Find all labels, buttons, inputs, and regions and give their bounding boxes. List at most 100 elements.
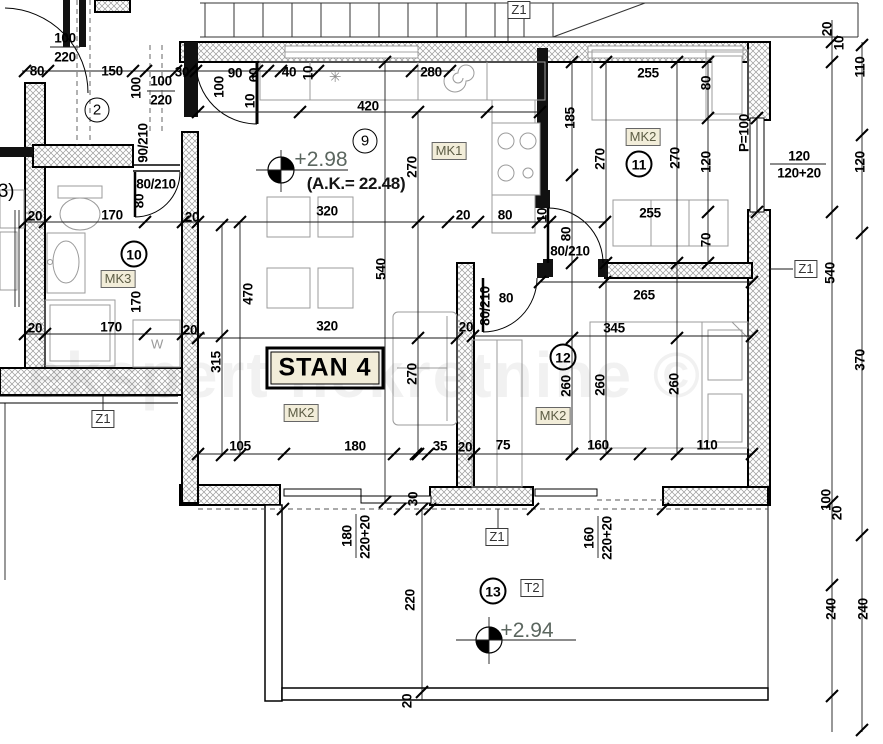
dimension-label: 20 [184, 209, 200, 225]
dimension-label: 30 [174, 64, 190, 80]
doors [4, 7, 604, 333]
dimension-label: 70 [698, 232, 714, 248]
dimension-label: 220 [54, 49, 76, 65]
dimension-label: 220+20 [357, 515, 373, 559]
dimension-label: 20 [457, 439, 473, 455]
room-number-badge: 13 [479, 577, 507, 605]
dimension-label: 540 [373, 258, 389, 280]
material-type-label: MK3 [100, 270, 136, 288]
dimension-label: 160 [581, 527, 597, 549]
opening-type-label: Z1 [91, 410, 115, 428]
dimension-label: 90 [227, 65, 243, 81]
dimension-label: 345 [603, 320, 625, 336]
dimension-label: 80 [29, 63, 45, 79]
dimension-label: 100 [128, 77, 144, 99]
dimension-label: 255 [637, 65, 659, 81]
dimension-label: 110 [696, 437, 718, 453]
dimension-label: 315 [208, 351, 224, 373]
dimension-label: 370 [852, 349, 868, 371]
dimension-label: 170 [128, 291, 144, 313]
room-number-badge: 9 [352, 128, 378, 154]
door-size-label: 80/210 [477, 286, 493, 326]
dimension-label: 120 [852, 151, 868, 173]
dimension-label: 185 [562, 107, 578, 129]
door-size-label: 80/210 [550, 243, 590, 259]
dimension-label: 20 [458, 319, 474, 335]
dimension-label: 260 [592, 374, 608, 396]
dimension-label: 80 [698, 75, 714, 91]
dimension-label: 320 [316, 203, 338, 219]
dimension-label: 110 [852, 56, 868, 78]
dimension-label: 120 [698, 151, 714, 173]
misc-label: 3) [0, 181, 15, 202]
dimension-label: 180 [344, 438, 366, 454]
dimension-label: 10 [534, 207, 550, 223]
dimension-label: 220 [150, 92, 172, 108]
dimension-label: 60 [246, 67, 262, 83]
opening-type-label: Z1 [794, 260, 818, 278]
dimension-label: 180 [339, 525, 355, 547]
dimension-label: 10 [300, 65, 316, 81]
dimension-label: 150 [101, 63, 123, 79]
misc-label: ✳ [328, 69, 342, 86]
dimension-label: 240 [823, 598, 839, 620]
dimension-label: 20 [829, 505, 845, 521]
room-number-badge: 12 [549, 343, 577, 371]
dimension-label: 280 [420, 64, 442, 80]
dimension-label: 220+20 [599, 516, 615, 560]
terrace [0, 395, 769, 702]
elevation-value: +2.94 [500, 619, 554, 642]
dimension-label: 270 [404, 363, 420, 385]
dimension-label: 20 [455, 207, 471, 223]
dimension-label: 220 [402, 589, 418, 611]
dimension-label: 170 [101, 207, 123, 223]
room-number-badge: 10 [120, 240, 148, 268]
dimension-label: 20 [27, 320, 43, 336]
dimension-label: 270 [667, 147, 683, 169]
dimension-label: 35 [432, 438, 448, 454]
elevation-note: (A.K.= 22.48) [306, 174, 406, 193]
dimension-label: 100 [54, 30, 76, 46]
wall-jambs [0, 0, 608, 278]
dimension-label: 120 [788, 148, 810, 164]
dimension-label: 10 [242, 93, 258, 109]
room-number-badge: 2 [84, 97, 110, 123]
dimension-label: 265 [633, 287, 655, 303]
dimension-label: 170 [100, 319, 122, 335]
dimension-label: 160 [587, 437, 609, 453]
furniture [0, 49, 749, 488]
dimension-label: 255 [639, 205, 661, 221]
dimension-label: 80 [558, 226, 574, 242]
dimension-label: 40 [281, 64, 297, 80]
dimension-label: 470 [240, 283, 256, 305]
dimension-label: 20 [819, 21, 835, 37]
material-type-label: MK2 [625, 128, 661, 146]
dimension-label: 260 [558, 375, 574, 397]
dimension-label: 120+20 [777, 165, 821, 181]
dimension-label: 20 [27, 208, 43, 224]
dimension-label: 105 [229, 438, 251, 454]
dimension-label: 270 [404, 156, 420, 178]
material-type-label: MK1 [431, 142, 467, 160]
misc-label: W [151, 336, 163, 352]
dimension-label: 80 [131, 193, 147, 209]
dimension-label: 320 [316, 318, 338, 334]
dimension-label: 20 [182, 322, 198, 338]
unit-name-label: STAN 4 [265, 346, 385, 390]
elevation-value: +2.98 [294, 148, 348, 171]
material-type-label: MK2 [535, 407, 571, 425]
dimension-label: 80 [497, 207, 513, 223]
dimension-label: 240 [855, 598, 871, 620]
windows [283, 45, 765, 504]
dimension-label: 270 [592, 148, 608, 170]
opening-type-label: Z1 [485, 528, 509, 546]
dimension-label: 20 [399, 693, 415, 709]
opening-type-label: Z1 [507, 1, 531, 19]
stairs [200, 2, 859, 38]
dimension-label: 75 [495, 437, 511, 453]
dimension-label: 10 [831, 35, 847, 51]
dimension-label: P=100 [736, 114, 752, 152]
dimension-lines [14, 0, 869, 737]
